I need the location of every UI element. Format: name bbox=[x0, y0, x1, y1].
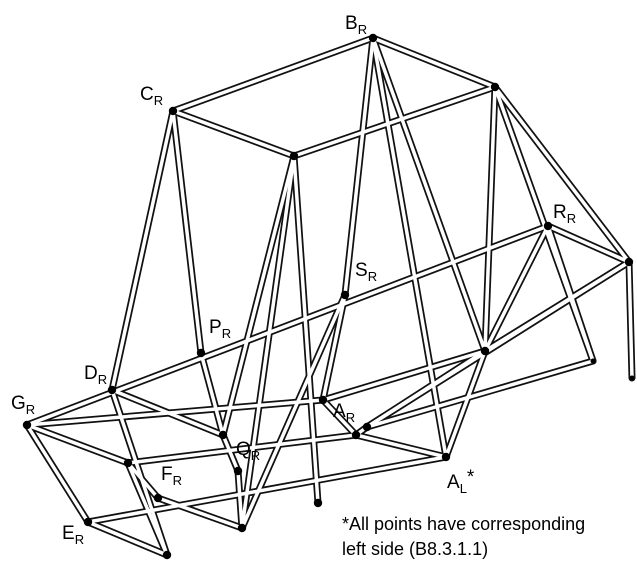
label-r-r: RR bbox=[553, 202, 576, 226]
frame-tube-u-t-fill bbox=[493, 85, 631, 264]
label-c-r: CR bbox=[140, 84, 163, 108]
frame-tube-b-s-fill bbox=[343, 36, 375, 297]
frame-tubes-fill bbox=[25, 36, 634, 557]
frame-tube-c-p-fill bbox=[171, 109, 203, 355]
frame-tube-u-v-fill bbox=[483, 85, 497, 353]
frame-tube-x-z-fill bbox=[292, 154, 320, 505]
node-h bbox=[123, 458, 133, 468]
frame-tube-g-h-fill bbox=[25, 423, 130, 465]
node-x bbox=[289, 151, 299, 161]
frame-tube-e-al-fill bbox=[86, 455, 448, 524]
frame-tube-f-l-fill bbox=[156, 496, 244, 530]
node-c bbox=[168, 106, 178, 116]
frame-tube-e-k-fill bbox=[86, 520, 169, 557]
node-p bbox=[196, 348, 206, 358]
frame-nodes bbox=[22, 33, 635, 560]
frame-tube-b-c-fill bbox=[171, 36, 375, 113]
node-al bbox=[441, 452, 451, 462]
frame-tube-t-w-fill bbox=[627, 260, 634, 380]
frame-tube-q-l-fill bbox=[236, 469, 244, 530]
node-q bbox=[233, 466, 243, 476]
frame-tube-h-f-fill bbox=[126, 461, 160, 500]
node-y bbox=[351, 430, 361, 440]
frame-tube-r-t-fill bbox=[546, 224, 631, 264]
label-a-l: AL* bbox=[447, 467, 475, 496]
node-m bbox=[318, 395, 328, 405]
label-p-r: PR bbox=[209, 317, 231, 341]
node-t bbox=[624, 257, 634, 267]
node-b bbox=[368, 33, 378, 43]
footnote-line-2: left side (B8.3.1.1) bbox=[342, 539, 488, 559]
frame-tube-x-l-fill bbox=[240, 154, 296, 530]
label-d-r: DR bbox=[84, 363, 107, 387]
node-w bbox=[629, 375, 635, 381]
node-d bbox=[107, 385, 117, 395]
frame-tube-s-m-fill bbox=[321, 293, 347, 402]
frame-tube-ar-v-fill bbox=[365, 349, 487, 429]
frame-tube-g-m-fill bbox=[25, 398, 325, 427]
label-q-r: QR bbox=[236, 439, 260, 463]
frame-tube-u-x-fill bbox=[292, 85, 497, 158]
frame-tube-m-v-fill bbox=[321, 349, 487, 402]
node-k bbox=[162, 550, 172, 560]
frame-tube-m-y-fill bbox=[321, 398, 358, 437]
node-e bbox=[83, 517, 93, 527]
label-g-r: GR bbox=[11, 393, 35, 417]
frame-tube-p-n-fill bbox=[199, 351, 225, 437]
frame-tube-br-ar-fill bbox=[365, 359, 595, 429]
frame-tube-x-n-fill bbox=[221, 154, 296, 437]
node-z bbox=[313, 498, 323, 508]
frame-tube-y-al-fill bbox=[354, 433, 448, 459]
node-n bbox=[218, 430, 228, 440]
frame-tube-c-x-fill bbox=[171, 109, 296, 158]
frame-tube-b-v-fill bbox=[371, 36, 487, 353]
label-e-r: ER bbox=[62, 523, 84, 547]
frame-tube-r-br-fill bbox=[546, 224, 595, 363]
node-s bbox=[340, 290, 350, 300]
frame-tube-h-y-fill bbox=[126, 433, 358, 465]
node-g bbox=[22, 420, 32, 430]
node-r bbox=[543, 221, 553, 231]
node-u bbox=[490, 82, 500, 92]
frame-tube-al-v-fill bbox=[444, 349, 487, 459]
label-a-r: AR bbox=[333, 401, 355, 425]
footnote-line-1: *All points have corresponding bbox=[342, 514, 585, 534]
node-br bbox=[590, 358, 596, 364]
label-s-r: SR bbox=[355, 260, 377, 284]
frame-tube-r-v-fill bbox=[483, 224, 550, 353]
frame-tube-h-k-fill bbox=[126, 461, 169, 557]
frame-tube-c-d-fill bbox=[110, 109, 175, 392]
frame-tube-n-q-fill bbox=[221, 433, 240, 473]
frame-tube-b-u-fill bbox=[371, 36, 497, 89]
frame-tube-b-al-fill bbox=[371, 36, 448, 459]
node-v bbox=[480, 346, 490, 356]
label-f-r: FR bbox=[161, 464, 182, 488]
frame-tube-g-e-fill bbox=[25, 423, 90, 524]
node-f bbox=[153, 493, 163, 503]
node-l bbox=[237, 523, 247, 533]
label-b-r: BR bbox=[345, 13, 367, 37]
node-ar bbox=[362, 422, 372, 432]
